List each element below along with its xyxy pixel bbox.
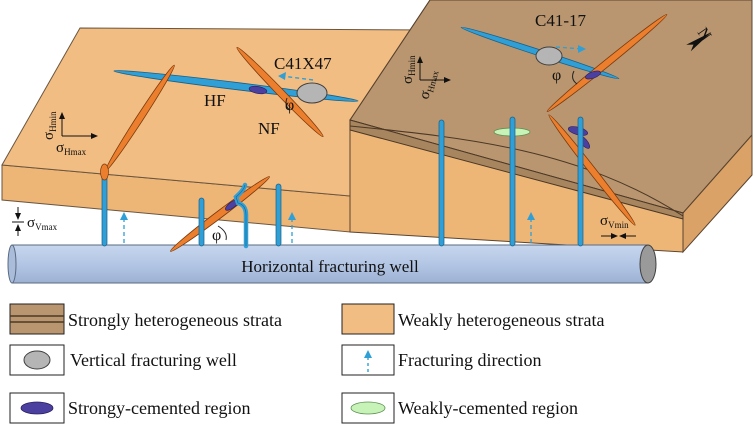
legend-weak-cement: Weakly-cemented region xyxy=(341,392,578,424)
label-c41x47: C41X47 xyxy=(274,54,332,73)
vertical-frac-4 xyxy=(275,183,282,247)
horizontal-well-label: Horizontal fracturing well xyxy=(241,257,419,276)
sigma-hmin-sub: Hmin xyxy=(48,111,58,132)
nf-fracture-front-right xyxy=(548,114,636,226)
label-hf: HF xyxy=(204,91,226,110)
sigma-vmin-indicator: σVmin xyxy=(600,213,636,239)
svg-text:σVmax: σVmax xyxy=(27,215,58,232)
nf-fracture-right xyxy=(546,14,668,112)
svg-text:σHmax: σHmax xyxy=(56,140,87,157)
sigma-vmax-indicator: σVmax xyxy=(12,207,58,236)
vertical-frac-6 xyxy=(509,116,516,247)
legend-weak-strata: Weakly heterogeneous strata xyxy=(341,303,604,335)
legend-strong-strata: Strongly heterogeneous strata xyxy=(9,303,282,335)
label-phi-bottom: φ xyxy=(212,227,221,244)
legend-vertical-well: Vertical fracturing well xyxy=(9,344,237,376)
sigma-hmax: σ xyxy=(56,140,64,156)
svg-text:Fracturing direction: Fracturing direction xyxy=(398,350,541,370)
stress-axes-left: σHmin σHmax xyxy=(41,111,98,157)
phi-arc-left xyxy=(285,97,291,111)
vertical-frac-5 xyxy=(438,119,445,247)
nf-fracture-left-a xyxy=(236,46,324,138)
vertical-frac-7 xyxy=(577,116,584,247)
band-line xyxy=(349,125,684,217)
horizontal-well-end xyxy=(639,244,657,284)
legend-fracturing-direction: Fracturing direction xyxy=(341,344,541,376)
sigma-hmax-sub: Hmax xyxy=(64,147,86,157)
svg-text:Strongy-cemented region: Strongy-cemented region xyxy=(68,398,250,418)
frac-direction-right xyxy=(555,46,583,50)
svg-text:σHmin: σHmin xyxy=(400,55,417,84)
label-c41-17: C41-17 xyxy=(535,11,587,30)
phi-arc-right xyxy=(572,70,578,85)
legend: Strongly heterogeneous strata Weakly het… xyxy=(9,303,604,424)
svg-text:Weakly heterogeneous strata: Weakly heterogeneous strata xyxy=(398,310,604,330)
sigma-vmax-sub: Vmax xyxy=(35,222,57,232)
phi-arc-bottom xyxy=(217,225,227,241)
vertical-frac-1 xyxy=(101,169,108,247)
frac-direction-left xyxy=(281,75,314,81)
svg-text:Vertical fracturing well: Vertical fracturing well xyxy=(70,350,237,370)
svg-text:σVmin: σVmin xyxy=(600,213,629,230)
label-phi-left: φ xyxy=(285,97,294,114)
vertical-frac-2 xyxy=(198,197,205,247)
strong-layer-band xyxy=(349,119,684,220)
legend-strong-cement: Strongy-cemented region xyxy=(9,392,250,424)
sigma-hmin: σ xyxy=(41,132,57,140)
frac-direction-left-head xyxy=(278,72,286,80)
label-nf: NF xyxy=(258,119,280,138)
svg-text:Weakly-cemented region: Weakly-cemented region xyxy=(398,398,578,418)
label-phi-right: φ xyxy=(552,67,561,84)
sigma-vmin-sub: Vmin xyxy=(608,220,629,230)
nf-fracture-front-left xyxy=(170,176,270,252)
vertical-well-c41-17 xyxy=(535,46,563,66)
horizontal-well xyxy=(11,244,649,284)
strong-cement-right xyxy=(585,70,601,80)
vertical-well-c41x47 xyxy=(296,82,328,104)
svg-text:Strongly heterogeneous strata: Strongly heterogeneous strata xyxy=(68,310,282,330)
svg-text:σHmin: σHmin xyxy=(41,111,58,140)
strong-cement-left xyxy=(248,85,268,95)
